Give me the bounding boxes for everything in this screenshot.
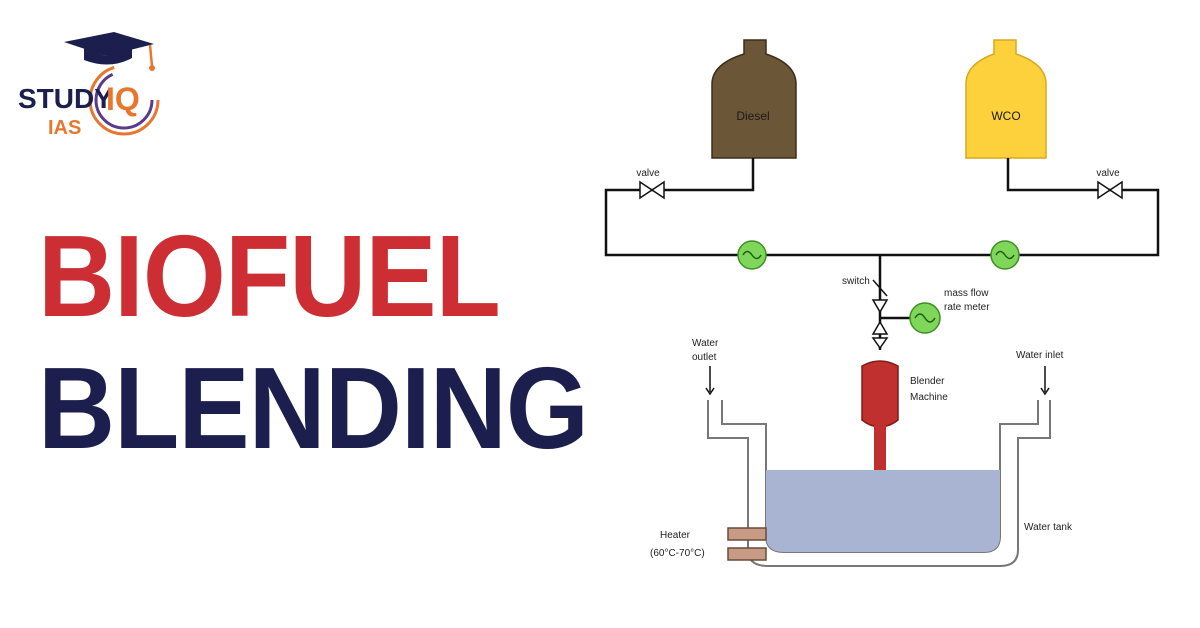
right-valve-label: valve bbox=[1096, 168, 1120, 179]
mass-flow-label-2: rate meter bbox=[944, 302, 990, 313]
switch-label: switch bbox=[842, 276, 870, 287]
left-valve-icon bbox=[639, 180, 665, 200]
heater-icon bbox=[727, 527, 767, 561]
graduation-cap-icon bbox=[64, 32, 155, 71]
water-inlet-label: Water inlet bbox=[1016, 350, 1064, 361]
diesel-tank: Diesel bbox=[711, 39, 797, 159]
blender-label-1: Blender bbox=[910, 376, 945, 387]
water-inlet-arrow-icon bbox=[1040, 366, 1050, 396]
switch-icon bbox=[871, 279, 889, 350]
logo-iq-text: IQ bbox=[106, 81, 140, 117]
headline-line-1: BIOFUEL bbox=[38, 211, 501, 341]
left-flow-meter-icon bbox=[737, 240, 767, 270]
wco-tank: WCO bbox=[965, 39, 1047, 159]
heater-label-2: (60°C-70°C) bbox=[650, 548, 705, 559]
study-iq-logo: STUDY IQ IAS bbox=[18, 32, 160, 139]
wco-tank-label: WCO bbox=[991, 109, 1020, 123]
diesel-tank-label: Diesel bbox=[736, 109, 769, 123]
left-valve-label: valve bbox=[636, 168, 660, 179]
biofuel-blending-diagram: Diesel WCO valve valve switch bbox=[604, 39, 1160, 567]
water-outlet-label-2: outlet bbox=[692, 352, 717, 363]
logo-ias-text: IAS bbox=[48, 117, 81, 139]
mass-flow-label-1: mass flow bbox=[944, 288, 989, 299]
right-flow-meter-icon bbox=[990, 240, 1020, 270]
water-fill bbox=[766, 470, 1000, 552]
water-tank-label: Water tank bbox=[1024, 522, 1073, 533]
headline-line-2: BLENDING bbox=[38, 343, 589, 473]
mass-flow-meter-icon bbox=[909, 302, 941, 334]
water-outlet-label-1: Water bbox=[692, 338, 719, 349]
pipe-network bbox=[604, 158, 1160, 350]
heater-label-1: Heater bbox=[660, 530, 691, 541]
water-outlet-arrow-icon bbox=[705, 366, 715, 396]
logo-rings-icon bbox=[88, 64, 160, 136]
logo-study-text: STUDY bbox=[18, 83, 113, 114]
blender-label-2: Machine bbox=[910, 392, 948, 403]
right-valve-icon bbox=[1097, 180, 1123, 200]
